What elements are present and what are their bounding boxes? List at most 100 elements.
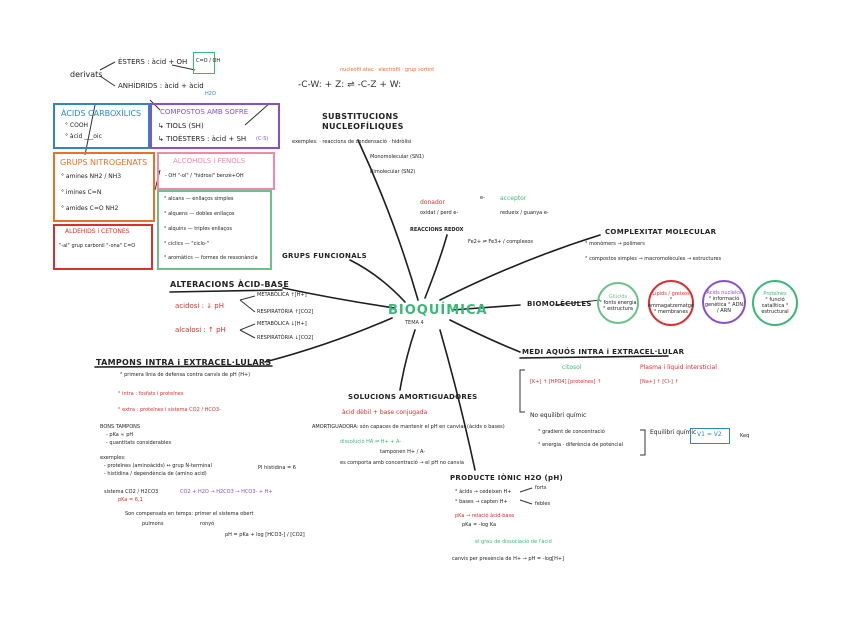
line-complexitat bbox=[439, 234, 601, 301]
branch-biomolecules: BIOMOLÈCULES bbox=[527, 300, 592, 308]
circle-proteines-label: Proteïnes bbox=[763, 291, 787, 297]
redox-oxidat: oxidat / perd e- bbox=[420, 210, 459, 216]
redox-acceptor: acceptor bbox=[500, 195, 527, 202]
grups-nitrogenats-title: GRUPS NITROGENATS bbox=[60, 158, 148, 167]
medi-v-box: V1 = V2 bbox=[690, 428, 730, 444]
substitucio-mono: Monomolecular (SN1) bbox=[370, 154, 425, 160]
solucions-line1: àcid dèbil + base conjugada bbox=[342, 409, 428, 416]
substitucio-reaction: -C-W: + Z: ⇌ -C-Z + W: bbox=[298, 80, 402, 90]
branch-grups-funcionals: GRUPS FUNCIONALS bbox=[282, 252, 368, 260]
hidrocarburs-alquens: ° alquens — dobles enllaços bbox=[164, 211, 235, 217]
acidosi-label: acidosi : ↓ pH bbox=[175, 302, 225, 310]
tampons-ronyo: ronyó bbox=[200, 521, 215, 527]
substitucio-exemples: exemples: · reaccions de condensació · h… bbox=[292, 139, 412, 145]
circle-acids-nucleics-text: ° informació genètica ° ADN / ARN bbox=[704, 296, 744, 314]
center-subtitle: TEMA 4 bbox=[405, 320, 424, 326]
circle-proteines-text: ° funció catalítica ° estructural bbox=[761, 297, 789, 315]
hidrocarburs-aromatics: ° aromàtics — formes de ressonància bbox=[164, 255, 258, 261]
tampons-exemples: exemples: bbox=[100, 455, 126, 461]
medi-plasma: Plasma i líquid intersticial bbox=[640, 364, 717, 371]
line-tampons bbox=[264, 317, 393, 363]
redox-ferro: Fe2+ ⇌ Fe3+ / complexos bbox=[468, 239, 534, 245]
medi-citosol: citosol bbox=[562, 364, 582, 371]
hidrocarburs-alcans: ° alcans — enllaços simples bbox=[164, 196, 234, 202]
medi-equilibri-quimic: Equilibri químic bbox=[650, 429, 697, 436]
compostos-sofre-line1: ↳ TIOLS (SH) bbox=[158, 122, 204, 130]
tampons-sistema: sistema CO2 / H2CO3 bbox=[104, 489, 159, 495]
branch-producte-ionic: PRODUCTE IÒNIC H2O (pH) bbox=[450, 474, 563, 482]
grups-nitrogenats-line3: ° amides C=O NH2 bbox=[61, 205, 119, 212]
acidosi-metabolica: METABÒLICA ↑[H+] bbox=[257, 292, 307, 298]
hidrocarburs-alquins: ° alquins — triples enllaços bbox=[164, 226, 232, 232]
redox-redueix: redueix / guanya e- bbox=[500, 210, 549, 216]
solucions-line2: AMORTIGUADORA: són capaces de mantenir e… bbox=[312, 424, 505, 430]
aldehids-cetones-line1: "-al" grup carbonil "-ona" C=O bbox=[59, 243, 136, 249]
circle-acids-nucleics-label: Àcids nucleics bbox=[706, 290, 742, 296]
medi-right-ions: [Na+] ↑ [Cl-] ↑ bbox=[640, 379, 679, 385]
circle-gluids-label: Glúcids bbox=[608, 294, 628, 300]
acids-carboxilics-title: ÀCIDS CARBOXÍLICS bbox=[61, 109, 142, 118]
line-biomolecules bbox=[451, 304, 521, 311]
tampons-pk: PI histidina = 6 bbox=[258, 465, 296, 471]
branch-tampons: TAMPONS INTRA i EXTRACEL·LULARS bbox=[96, 358, 272, 367]
branch-complexitat: COMPLEXITAT MOLECULAR bbox=[605, 228, 717, 236]
medi-left-ions: [K+] ↑ [HPO4] [proteïnes] ↑ bbox=[530, 379, 602, 385]
acids-carboxilics-line2: ° àcid ___oic bbox=[65, 133, 102, 140]
tampons-extra: ° extra : proteïnes i sistema CO2 / HCO3… bbox=[118, 407, 221, 413]
alcalosi-metabolica: METABÒLICA ↓[H+] bbox=[257, 321, 307, 327]
acids-carboxilics-box: ÀCIDS CARBOXÍLICS ° COOH ° àcid ___oic bbox=[53, 103, 150, 149]
solucions-line4: tamponen H+ / A- bbox=[380, 449, 426, 455]
substitucio-bi: Bimolecular (SN2) bbox=[370, 169, 416, 175]
grups-nitrogenats-line2: ° imines C=N bbox=[61, 189, 102, 196]
tampons-b2: - quantitats considerables bbox=[106, 440, 172, 446]
ph-bases: ° bases → capten H+ bbox=[455, 499, 508, 505]
alcohols-fenols-title: ALCOHOLS i FENOLS bbox=[173, 157, 246, 165]
line-grups-funcionals bbox=[349, 259, 406, 303]
tampons-intra: ° intra : fosfats i proteïnes bbox=[118, 391, 184, 397]
medi-energia: ° energia · diferència de potencial bbox=[538, 442, 624, 448]
circle-lipids-label: Lípids / greixos bbox=[652, 291, 690, 297]
aldehids-cetones-box: ALDEHIDS i CETONES "-al" grup carbonil "… bbox=[53, 224, 153, 270]
derivats-label: derivats bbox=[70, 70, 103, 79]
circle-gluids-text: ° fonts energia ° estructura bbox=[599, 300, 637, 312]
line-solucions bbox=[399, 329, 416, 391]
circle-lipids: Lípids / greixos ° emmagatzematge ° memb… bbox=[648, 280, 694, 326]
redox-donador: donador bbox=[420, 199, 445, 206]
tampons-e2: - histidina / dependència de (amino acid… bbox=[104, 471, 207, 477]
alcohols-fenols-box: ALCOHOLS i FENOLS - OH "-ol" / "hidroxi"… bbox=[157, 152, 275, 190]
ph-forts: forts bbox=[535, 485, 547, 491]
tampons-eq: pH = pKa + log [HCO3-] / [CO2] bbox=[225, 532, 305, 538]
circle-lipids-text: ° emmagatzematge ° membranes bbox=[648, 297, 694, 315]
alcalosi-label: alcalosi : ↑ pH bbox=[175, 326, 226, 334]
compostos-sofre-box: COMPOSTOS AMB SOFRE ↳ TIOLS (SH) ↳ TIOÈS… bbox=[150, 103, 280, 149]
redox-electron: e- bbox=[480, 195, 485, 201]
tampons-pulmons: pulmons bbox=[142, 521, 164, 527]
medi-gradient: ° gradient de concentració bbox=[538, 429, 605, 435]
tampons-b1: - pKa ≈ pH bbox=[106, 432, 134, 438]
medi-v-label: V1 = V2 bbox=[697, 431, 722, 438]
medi-no-equilibri: No equilibri químic bbox=[530, 412, 587, 419]
tampons-co2: CO2 + H2O → H2CO3 → HCO3- + H+ bbox=[180, 489, 273, 495]
hidrocarburs-box: ° alcans — enllaços simples ° alquens — … bbox=[157, 190, 272, 270]
ph-reaccio: pKa → relació àcid-base bbox=[455, 513, 515, 519]
tampons-e1: - proteïnes (aminoàcids) ↔ grup N-termin… bbox=[104, 463, 212, 469]
line-alteracions bbox=[282, 287, 396, 309]
branch-medi: MEDI AQUÓS INTRA i EXTRACEL·LULAR bbox=[522, 348, 685, 356]
compostos-sofre-tag: (C-S) bbox=[256, 136, 269, 142]
complexitat-line1: ° monòmers → polímers bbox=[585, 241, 645, 247]
branch-redox: REACCIONS REDOX bbox=[410, 227, 464, 233]
h2o-label: H2O bbox=[205, 91, 216, 97]
compostos-sofre-title: COMPOSTOS AMB SOFRE bbox=[160, 108, 249, 116]
line-redox bbox=[424, 234, 448, 299]
anhidrids-label: ANHÍDRIDS : àcid + àcid bbox=[118, 82, 204, 90]
alcohols-fenols-line1: - OH "-ol" / "hidroxi" benzè+OH bbox=[165, 173, 244, 179]
compostos-sofre-line2: ↳ TIOÈSTERS : àcid + SH bbox=[158, 135, 247, 143]
grups-nitrogenats-box: GRUPS NITROGENATS ° amines NH2 / NH3 ° i… bbox=[53, 152, 155, 222]
ph-grau: el grau de dissociació de l'àcid bbox=[475, 539, 552, 545]
hidrocarburs-ciclics: ° cíclics — "ciclo-" bbox=[164, 241, 210, 247]
solucions-line3: dissolució HA ⇌ H+ + A- bbox=[340, 439, 402, 445]
circle-gluids: Glúcids ° fonts energia ° estructura bbox=[597, 282, 639, 324]
branch-substitucions: SUBSTITUCIONS NUCLEOFÍLIQUES bbox=[322, 112, 404, 132]
line-substitucions bbox=[357, 139, 419, 301]
